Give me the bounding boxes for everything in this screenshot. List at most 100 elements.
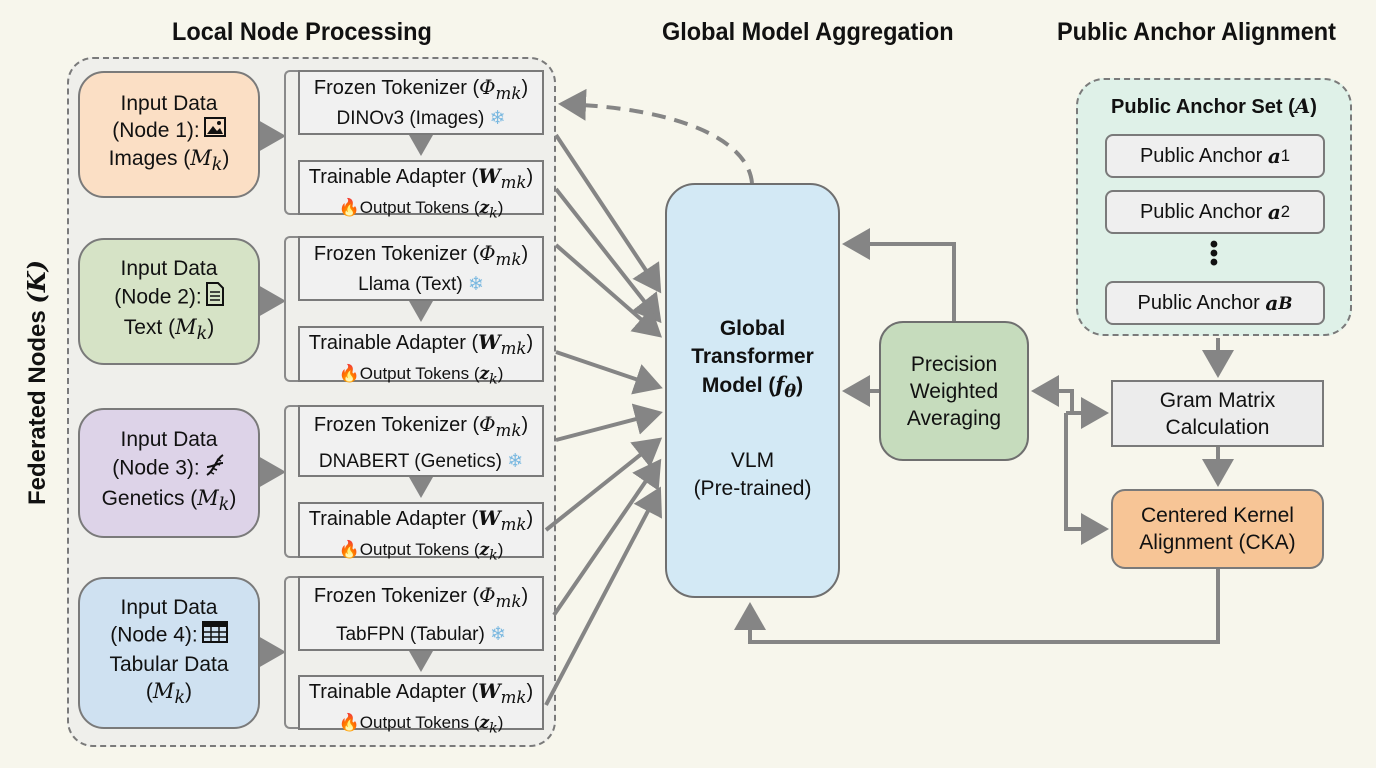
frozen-tokenizer-1: Frozen Tokenizer (Φmk) DINOv3 (Images) ❄ xyxy=(298,70,544,135)
arrow-adapter3-to-global xyxy=(544,437,663,532)
global-model-sub2: (Pre-trained) xyxy=(693,477,812,500)
anchor-ellipsis: ••• xyxy=(1209,231,1219,276)
input-node-3: Input Data (Node 3): Genetics (Mk) xyxy=(78,408,260,538)
trainable-adapter-2: Trainable Adapter (Wmk) 🔥Output Tokens (… xyxy=(298,326,544,387)
input-node-2-line1: Input Data xyxy=(120,256,218,280)
tokenizer-title: Frozen Tokenizer xyxy=(313,243,467,265)
w-sub: mk xyxy=(500,173,527,192)
anchor-symbol: a xyxy=(1267,200,1281,224)
z-symbol: z xyxy=(479,540,490,560)
frozen-tokenizer-3: Frozen Tokenizer (Φmk) DNABERT (Genetics… xyxy=(298,405,544,477)
modality-symbol: M xyxy=(190,146,212,171)
global-model-line2: Transformer xyxy=(691,345,814,368)
phi-sub: mk xyxy=(495,592,522,611)
section-title-anchor: Public Anchor Alignment xyxy=(1057,18,1336,46)
phi-symbol: Φ xyxy=(479,583,496,607)
input-node-1-line2: (Node 1): xyxy=(112,118,200,142)
frozen-tokenizer-4: Frozen Tokenizer (Φmk) TabFPN (Tabular) … xyxy=(298,576,544,651)
adapter-output: Output Tokens xyxy=(359,364,470,383)
trainable-adapter-3: Trainable Adapter (Wmk) 🔥Output Tokens (… xyxy=(298,502,544,563)
adapter-title: Trainable Adapter xyxy=(308,681,466,703)
z-sub: k xyxy=(489,205,498,222)
arrow-tok2-to-global xyxy=(554,243,663,338)
precision-weighted-averaging: Precision Weighted Averaging xyxy=(879,321,1029,461)
f-symbol: f xyxy=(775,372,785,397)
w-symbol: W xyxy=(478,330,501,354)
z-sub: k xyxy=(489,371,498,388)
arrow-adapter4-to-global xyxy=(544,486,662,706)
adapter-title: Trainable Adapter xyxy=(308,332,466,354)
arrow-tok1-to-global xyxy=(554,133,662,294)
document-icon xyxy=(205,281,224,314)
phi-sub: mk xyxy=(495,250,522,269)
fire-icon: 🔥 xyxy=(338,713,360,732)
bracket-node-2 xyxy=(284,236,298,382)
section-title-local: Local Node Processing xyxy=(172,18,432,46)
snowflake-icon: ❄ xyxy=(467,274,484,295)
adapter-title: Trainable Adapter xyxy=(308,166,466,188)
arrow-cka-to-global xyxy=(734,569,1220,644)
modality-sub: k xyxy=(196,324,208,345)
tokenizer-model: DINOv3 (Images) xyxy=(336,108,485,129)
input-node-2-line3: Text xyxy=(123,315,163,339)
z-sub: k xyxy=(489,720,498,737)
anchor-sub: 1 xyxy=(1280,146,1291,165)
arrow-adapter1-to-global xyxy=(554,187,662,324)
w-sub: mk xyxy=(500,339,527,358)
modality-symbol: M xyxy=(152,678,175,703)
snowflake-icon: ❄ xyxy=(489,108,506,129)
w-sub: mk xyxy=(500,688,527,707)
global-model-sub1: VLM xyxy=(730,449,775,472)
dashed-feedback-arrow xyxy=(558,88,754,184)
input-node-1-line1: Input Data xyxy=(120,91,218,115)
anchor-label: Public Anchor xyxy=(1139,200,1263,223)
gram-line1: Gram Matrix xyxy=(1159,388,1276,412)
bracket-node-1 xyxy=(284,70,298,215)
pwa-line3: Averaging xyxy=(906,406,1002,430)
z-symbol: z xyxy=(479,364,490,384)
global-model-line3: Model xyxy=(701,374,763,397)
gram-matrix-calculation: Gram Matrix Calculation xyxy=(1111,380,1324,447)
pwa-line2: Weighted xyxy=(909,379,999,403)
pwa-line1: Precision xyxy=(910,352,998,376)
phi-sub: mk xyxy=(495,421,522,440)
snowflake-icon: ❄ xyxy=(490,624,507,645)
bracket-node-4 xyxy=(284,576,298,729)
z-symbol: z xyxy=(479,713,490,733)
cka-line1: Centered Kernel xyxy=(1141,504,1294,527)
trainable-adapter-1: Trainable Adapter (Wmk) 🔥Output Tokens (… xyxy=(298,160,544,221)
tokenizer-title: Frozen Tokenizer xyxy=(313,414,467,436)
input-node-1: Input Data (Node 1): Images (Mk) xyxy=(78,71,260,198)
anchor-label: Public Anchor xyxy=(1137,291,1260,314)
bracket-node-3 xyxy=(284,405,298,558)
global-transformer-model: Global Transformer Model (fθ) VLM (Pre-t… xyxy=(665,183,840,598)
phi-sub: mk xyxy=(495,84,522,103)
input-node-2-line2: (Node 2): xyxy=(114,285,202,309)
image-icon xyxy=(203,117,226,145)
tokenizer-title: Frozen Tokenizer xyxy=(313,585,467,607)
anchor-symbol: a xyxy=(1265,291,1279,315)
input-node-4-line1: Input Data xyxy=(120,595,218,619)
adapter-output: Output Tokens xyxy=(359,713,470,732)
global-model-title: Global Transformer Model (fθ) xyxy=(667,315,838,406)
modality-symbol: M xyxy=(175,314,197,339)
phi-symbol: Φ xyxy=(479,75,496,99)
arrow-branch-to-pwa xyxy=(1031,375,1074,413)
tokenizer-model: TabFPN (Tabular) xyxy=(335,624,485,645)
input-node-3-line2: (Node 3): xyxy=(112,456,200,480)
anchor-sub: 2 xyxy=(1280,202,1291,221)
input-node-3-line3: Genetics xyxy=(101,487,185,511)
fire-icon: 🔥 xyxy=(338,198,360,217)
theta-sub: θ xyxy=(784,382,797,403)
w-symbol: W xyxy=(478,164,501,188)
anchor-label: Public Anchor xyxy=(1139,144,1263,167)
input-node-3-line1: Input Data xyxy=(120,428,218,452)
fire-icon: 🔥 xyxy=(338,540,360,559)
anchor-set-title-text: Public Anchor Set xyxy=(1111,96,1283,118)
arrow-adapter2-to-global xyxy=(555,350,663,395)
w-symbol: W xyxy=(478,506,501,530)
